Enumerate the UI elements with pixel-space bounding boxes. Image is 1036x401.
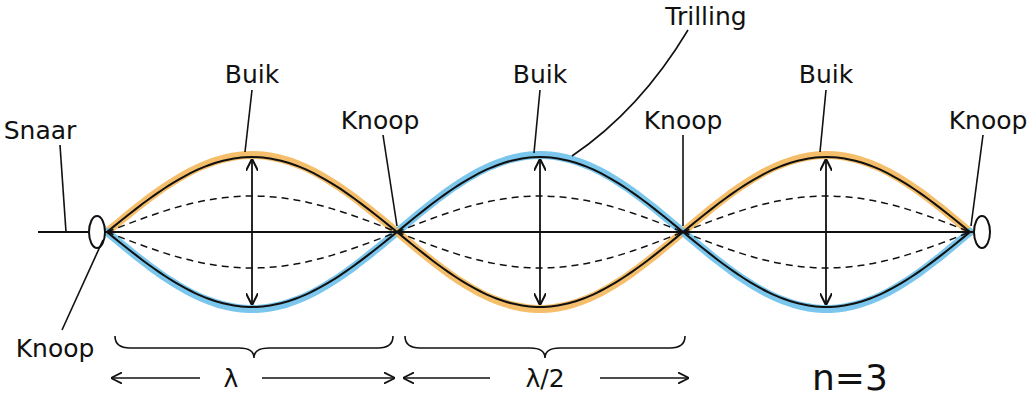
vibration-colour [683,155,970,232]
leader-line [820,90,826,152]
leader-line [971,135,983,226]
braces [115,336,685,358]
length-arrow [404,377,490,379]
leader-lines [60,30,983,330]
string-label: Snaar [4,118,77,143]
node-label: Knoop [341,108,420,133]
wavelength-label: λ [224,366,239,391]
amplitude-arrow [251,160,253,232]
string-clamp [89,216,105,248]
vibration-colour [107,232,397,309]
wave-curve [107,232,397,307]
amplitude-arrows [252,160,826,304]
amplitude-arrow [825,232,827,304]
leader-line [60,145,66,232]
vibration-colour [397,155,683,232]
amplitude-arrow [539,232,541,304]
string-axis [38,231,975,233]
antinode-label: Buik [799,62,853,87]
length-arrow [112,377,200,379]
vibration-colour [107,155,397,232]
vibration-colour [397,232,683,309]
antinode-label: Buik [513,62,567,87]
string-clamp [974,216,990,248]
amplitude-arrow [251,232,253,304]
length-arrow [262,377,394,379]
leader-line [62,240,103,330]
node-label: Knoop [16,336,95,361]
mode-number: n=3 [812,360,888,396]
wave-curve [683,157,970,232]
wave-curve [683,232,970,307]
leader-line [383,135,397,226]
length-arrow [600,377,688,379]
amplitude-arrow [539,160,541,232]
half-wavelength-label: λ/2 [525,366,564,391]
wave-curve [397,157,683,232]
node-label: Knoop [644,108,723,133]
wave-curves [107,157,970,307]
wave-curve [397,232,683,307]
amplitude-arrow [825,160,827,232]
leader-line [534,90,540,153]
wave-curve [107,157,397,232]
antinode-label: Buik [225,62,279,87]
node-label: Knoop [949,108,1028,133]
vibration-label: Trilling [665,4,746,29]
vibration-colour [683,232,970,309]
curly-brace [115,336,393,358]
leader-line [682,135,684,226]
curly-brace [405,336,685,358]
length-arrows [112,377,688,379]
leader-line [245,90,252,152]
leader-line [572,30,688,156]
